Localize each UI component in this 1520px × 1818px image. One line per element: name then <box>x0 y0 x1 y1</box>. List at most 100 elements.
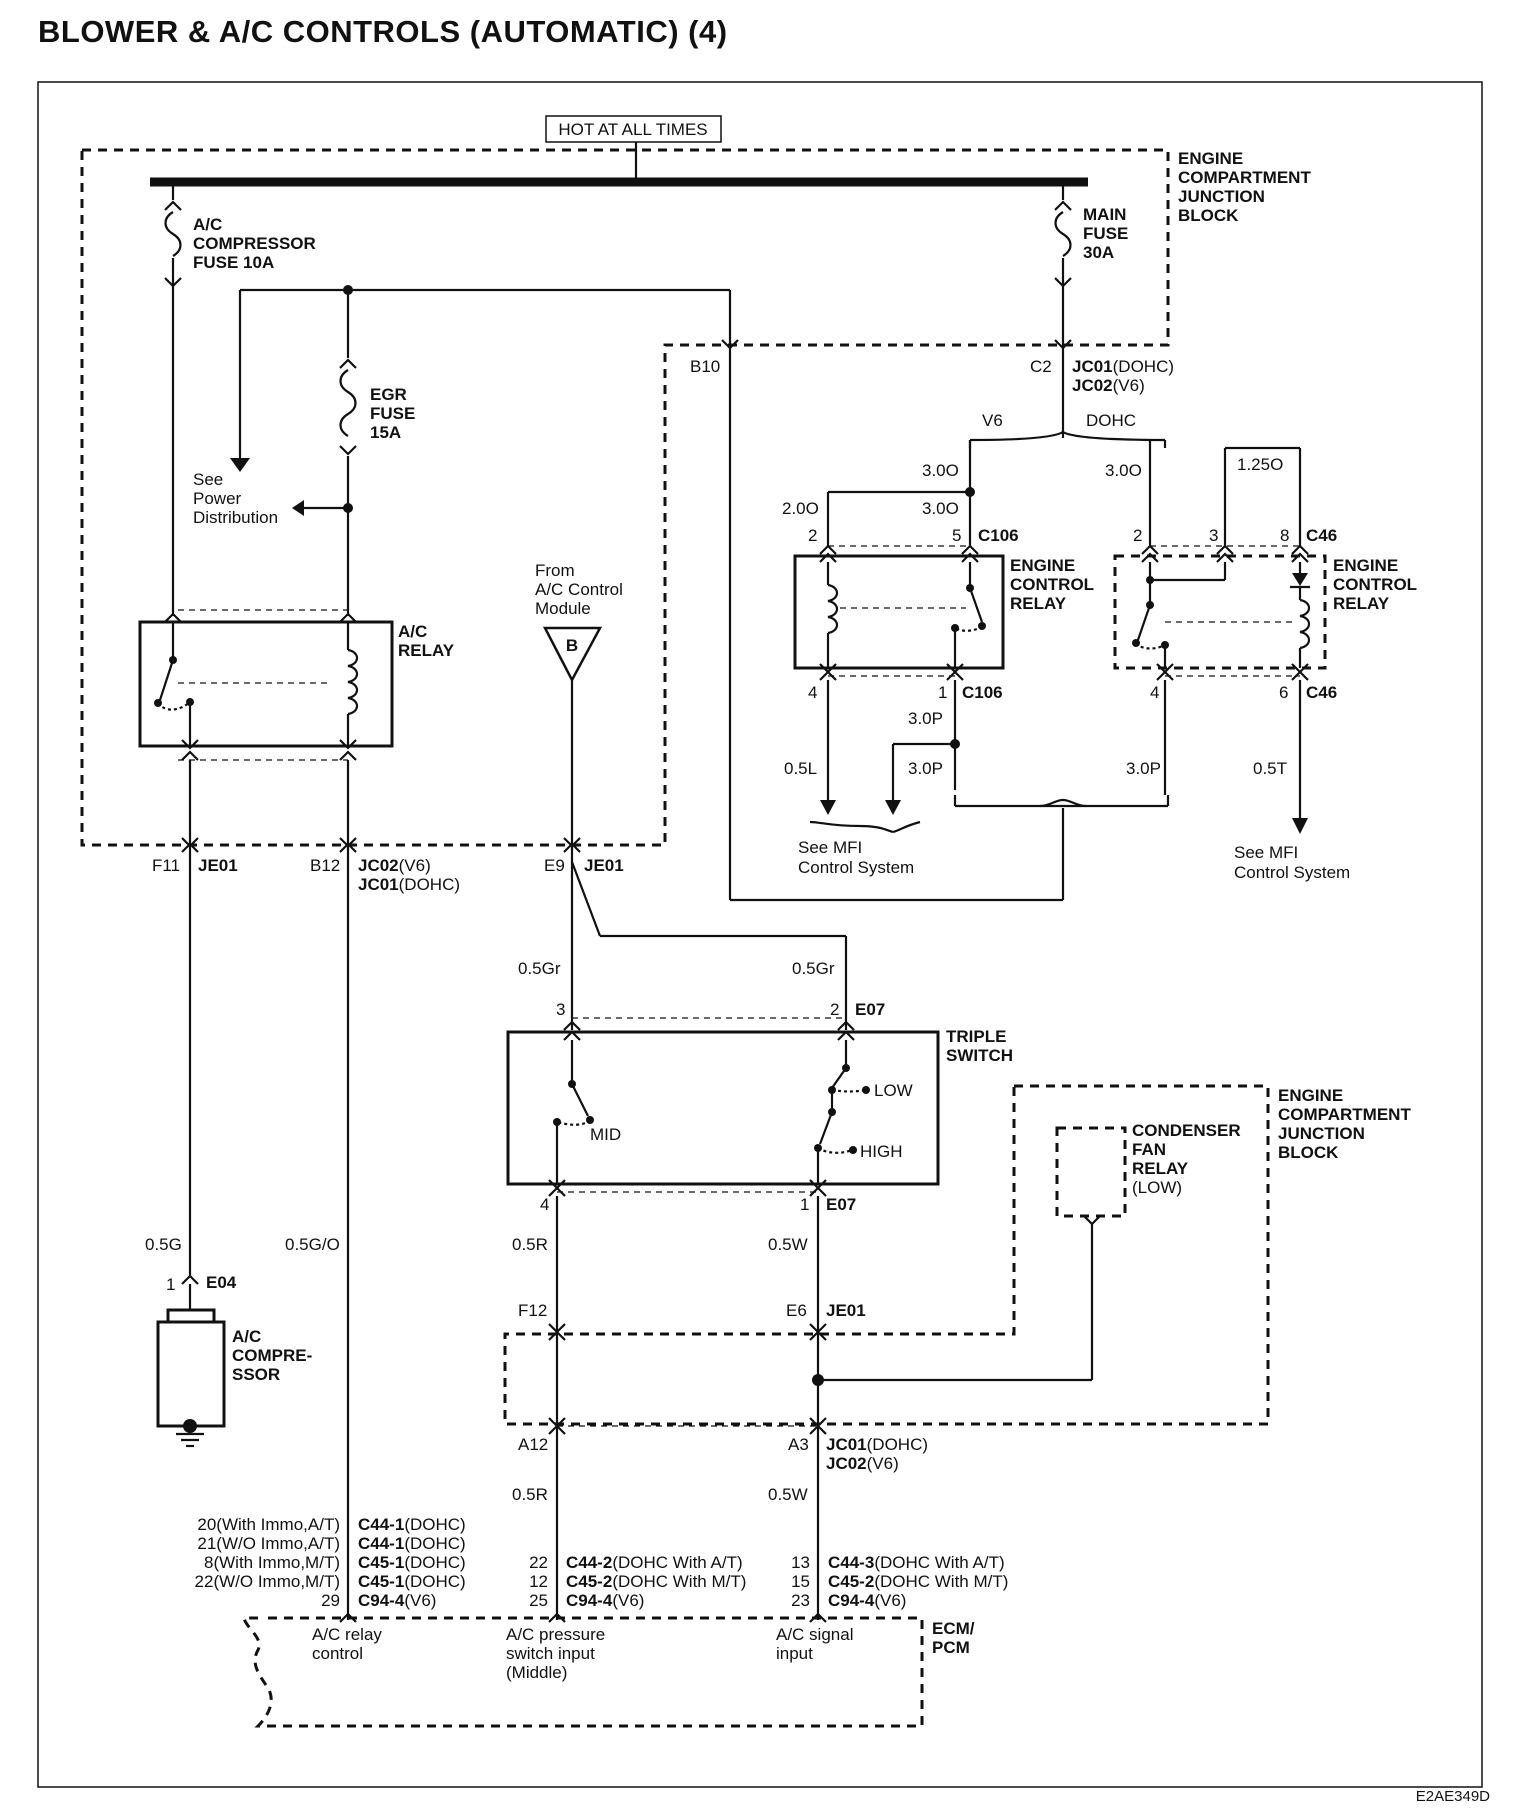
ac-compressor-fuse-label-2: COMPRESSOR <box>193 234 316 253</box>
f11-label: F11 <box>152 856 180 875</box>
cfr-label-1: CONDENSER <box>1132 1121 1241 1140</box>
ecr-v6-label-1: ENGINE <box>1010 556 1075 575</box>
from-ac-module-3: Module <box>535 599 591 618</box>
wire-0-5g: 0.5G <box>145 1235 182 1254</box>
hot-label: HOT AT ALL TIMES <box>558 120 707 139</box>
see-mfi-2-line2: Control System <box>1234 863 1350 882</box>
pcm-right-pin-2: 15 <box>791 1572 810 1591</box>
pin-3-dohc: 3 <box>1209 526 1218 545</box>
engine-control-relay-dohc <box>1113 554 1327 670</box>
main-fuse-icon <box>1054 211 1072 257</box>
pin-1-v6: 1 <box>938 683 947 702</box>
wire-2-0o: 2.0O <box>782 499 819 518</box>
wire-0-5w-1: 0.5W <box>768 1235 808 1254</box>
pcm-left-conn-4: C45-1(DOHC) <box>358 1572 466 1591</box>
je01-3-label: JE01 <box>826 1301 866 1320</box>
engine-compartment-junction-block-top <box>80 148 1170 847</box>
ac-compressor-label-1: A/C <box>232 1327 261 1346</box>
cfr-label-2: FAN <box>1132 1140 1166 1159</box>
ac-signal-input-2: input <box>776 1644 813 1663</box>
egr-fuse-icon <box>339 369 357 437</box>
wire-0-5r-1: 0.5R <box>512 1235 548 1254</box>
pcm-mid-pin-1: 22 <box>529 1553 548 1572</box>
wire-1-25o: 1.25O <box>1237 455 1283 474</box>
ecr-dohc-label-3: RELAY <box>1333 594 1390 613</box>
pcm-right-conn-1: C44-3(DOHC With A/T) <box>828 1553 1005 1572</box>
ecjb-label-4: BLOCK <box>1178 206 1239 225</box>
pcm-mid-conn-1: C44-2(DOHC With A/T) <box>566 1553 743 1572</box>
jc01-a-label: JC01(DOHC) <box>1072 357 1174 376</box>
cfr-label-3: RELAY <box>1132 1159 1189 1178</box>
pcm-mid-conn-3: C94-4(V6) <box>566 1591 644 1610</box>
ecjb2-label-2: COMPARTMENT <box>1278 1105 1411 1124</box>
pin-8-dohc: 8 <box>1280 526 1289 545</box>
dohc-label: DOHC <box>1086 411 1136 430</box>
c106-bot-label: C106 <box>962 683 1003 702</box>
ac-compressor-label-3: SSOR <box>232 1365 280 1384</box>
ac-compressor-fuse-label-1: A/C <box>193 215 222 234</box>
egr-fuse-label-3: 15A <box>370 423 401 442</box>
pin-4-triple: 4 <box>540 1195 549 1214</box>
wire-3-0o-1: 3.0O <box>922 461 959 480</box>
from-ac-module-2: A/C Control <box>535 580 623 599</box>
c46-bot-label: C46 <box>1306 683 1337 702</box>
ac-relay-control-2: control <box>312 1644 363 1663</box>
b10-label: B10 <box>690 357 720 376</box>
ecr-dohc-label-2: CONTROL <box>1333 575 1417 594</box>
pcm-mid-pin-2: 12 <box>529 1572 548 1591</box>
pin-4-v6: 4 <box>808 683 817 702</box>
ecr-v6-label-3: RELAY <box>1010 594 1067 613</box>
engine-control-relay-v6 <box>793 554 1005 670</box>
je01-1-label: JE01 <box>198 856 238 875</box>
ecr-v6-label-2: CONTROL <box>1010 575 1094 594</box>
ecjb-label-2: COMPARTMENT <box>1178 168 1311 187</box>
ecm-label-2: PCM <box>932 1638 970 1657</box>
ac-relay-control-1: A/C relay <box>312 1625 382 1644</box>
a12-label: A12 <box>518 1435 548 1454</box>
see-power-distribution-2: Power <box>193 489 242 508</box>
pin-2-dohc: 2 <box>1133 526 1142 545</box>
ac-relay-label-1: A/C <box>398 622 427 641</box>
ecjb-label-1: ENGINE <box>1178 149 1243 168</box>
pin-1-e04: 1 <box>166 1275 175 1294</box>
egr-fuse-label-1: EGR <box>370 385 407 404</box>
see-power-distribution-3: Distribution <box>193 508 278 527</box>
pin-5-v6: 5 <box>952 526 961 545</box>
wire-0-5t: 0.5T <box>1253 759 1287 778</box>
connector-b-label: B <box>566 636 578 655</box>
pcm-left-conn-5: C94-4(V6) <box>358 1591 436 1610</box>
pcm-left-pin-5: 29 <box>321 1591 340 1610</box>
ac-compressor-cap <box>166 1308 216 1324</box>
triple-switch-label-1: TRIPLE <box>946 1027 1006 1046</box>
jc02-a-label: JC02(V6) <box>1072 376 1145 395</box>
wire-0-5l: 0.5L <box>784 759 817 778</box>
wire-3-0o-3: 3.0O <box>1105 461 1142 480</box>
ac-compressor-label-2: COMPRE- <box>232 1346 312 1365</box>
wire-0-5gr-2: 0.5Gr <box>792 959 835 978</box>
jc02-b-label: JC02(V6) <box>358 856 431 875</box>
e07-bot-label: E07 <box>826 1195 856 1214</box>
ecjb-label-3: JUNCTION <box>1178 187 1265 206</box>
see-mfi-2-line1: See MFI <box>1234 843 1298 862</box>
je01-2-label: JE01 <box>584 856 624 875</box>
ac-pressure-input-2: switch input <box>506 1644 595 1663</box>
see-mfi-1-line1: See MFI <box>798 838 862 857</box>
pin-1-triple: 1 <box>800 1195 809 1214</box>
e07-top-label: E07 <box>855 1000 885 1019</box>
engine-control-relay-dohc-coil-icon <box>1299 598 1311 650</box>
ecjb2-label-1: ENGINE <box>1278 1086 1343 1105</box>
f12-label: F12 <box>518 1301 547 1320</box>
ecr-dohc-label-1: ENGINE <box>1333 556 1398 575</box>
wire-3-0p-3: 3.0P <box>1126 759 1161 778</box>
pin-2-triple: 2 <box>830 1000 839 1019</box>
mid-label: MID <box>590 1125 621 1144</box>
pcm-left-pin-1: 20(With Immo,A/T) <box>197 1515 340 1534</box>
e6-label: E6 <box>786 1301 807 1320</box>
pin-2-v6: 2 <box>808 526 817 545</box>
pin-4-dohc: 4 <box>1150 683 1159 702</box>
ac-compressor-fuse-icon <box>164 211 182 257</box>
main-fuse-label-3: 30A <box>1083 243 1114 262</box>
engine-compartment-junction-block-lower <box>503 1084 1270 1426</box>
diagram-code: E2AE349D <box>1415 1788 1490 1805</box>
